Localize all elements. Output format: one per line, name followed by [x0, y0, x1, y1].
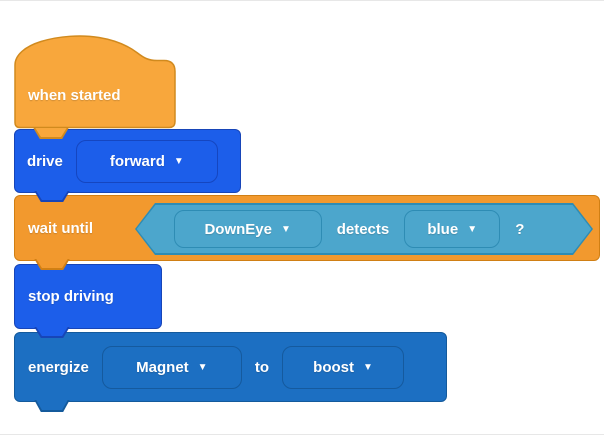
block-when-started[interactable]: when started — [14, 34, 176, 139]
block-notch-tab — [33, 127, 69, 139]
question-mark-label: ? — [515, 220, 525, 238]
dropdown-arrow-icon: ▼ — [362, 362, 373, 373]
block-stop-driving[interactable]: stop driving — [14, 264, 162, 338]
eye-sensor-dropdown[interactable]: DownEye ▼ — [174, 210, 322, 248]
wait-until-label: wait until — [28, 219, 93, 237]
magnet-mode-value: boost — [313, 358, 354, 376]
energize-label: energize — [28, 358, 89, 376]
dropdown-arrow-icon: ▼ — [467, 224, 478, 235]
drive-label: drive — [27, 152, 63, 170]
block-notch-tab — [34, 190, 70, 202]
block-bottom-tab — [34, 399, 70, 412]
hat-block-path — [14, 35, 176, 129]
boolean-condition-block[interactable]: DownEye ▼ detects blue ▼ ? — [135, 203, 593, 255]
stop-driving-label: stop driving — [28, 288, 114, 305]
dropdown-arrow-icon: ▼ — [173, 156, 184, 167]
magnet-device-dropdown[interactable]: Magnet ▼ — [101, 345, 242, 389]
drive-direction-value: forward — [109, 152, 165, 170]
block-notch-tab — [34, 326, 70, 338]
energize-to-label: to — [254, 358, 270, 376]
dropdown-arrow-icon: ▼ — [280, 224, 291, 235]
detect-color-dropdown[interactable]: blue ▼ — [404, 210, 500, 248]
drive-direction-dropdown[interactable]: forward ▼ — [75, 139, 218, 183]
magnet-mode-dropdown[interactable]: boost ▼ — [282, 345, 405, 389]
boolean-condition-content: DownEye ▼ detects blue ▼ ? — [137, 205, 592, 254]
block-energize[interactable]: energize Magnet ▼ to boost ▼ — [14, 332, 447, 412]
detect-color-value: blue — [427, 220, 459, 238]
dropdown-arrow-icon: ▼ — [197, 362, 208, 373]
hat-block-shape — [14, 35, 176, 129]
block-notch-tab — [34, 258, 70, 270]
magnet-device-value: Magnet — [136, 358, 189, 376]
eye-sensor-value: DownEye — [204, 220, 272, 238]
when-started-label: when started — [28, 87, 121, 104]
block-drive[interactable]: drive forward ▼ — [14, 129, 241, 202]
block-wait-until[interactable]: wait until DownEye ▼ detects blue ▼ ? — [14, 195, 600, 270]
detects-label: detects — [336, 220, 390, 238]
